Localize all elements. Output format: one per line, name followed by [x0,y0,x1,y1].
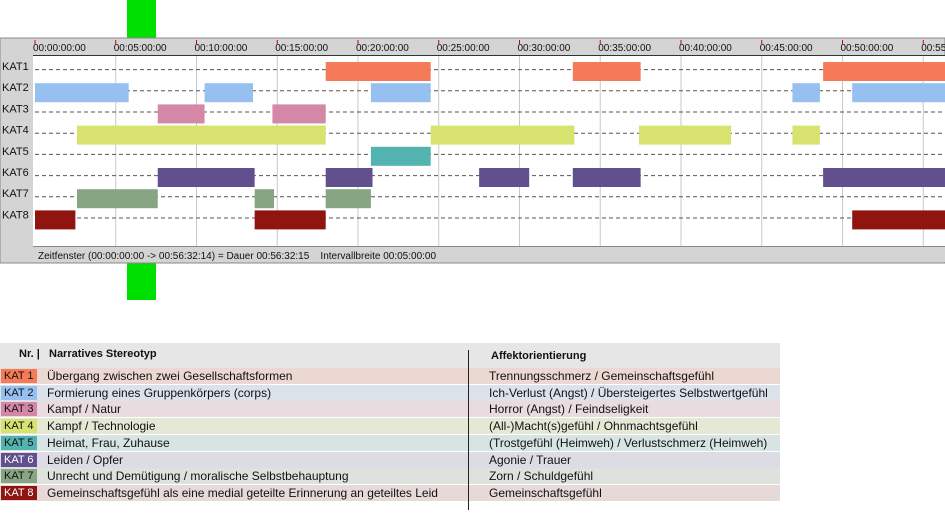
legend-row: KAT 5 Heimat, Frau, Zuhause (Trostgefühl (… [0,434,780,451]
status-bar [33,246,945,262]
legend-affekt: Zorn / Schuldgefühl [489,469,594,484]
legend-header: Nr. | Narratives Stereotyp Affektorienti… [0,343,780,368]
segment-bar[interactable] [639,125,732,145]
legend-swatch-label: KAT 4 [1,419,37,434]
segment-bar[interactable] [370,146,431,166]
legend-swatch-label: KAT 5 [1,435,37,450]
row-label: KAT4 [2,125,29,137]
tick-label: 00:20:00:00 [356,43,409,54]
legend-swatch-label: KAT 6 [1,452,37,467]
legend-row: KAT 4 Kampf / Technologie (All-)Macht(s)ge… [0,418,780,435]
playhead-marker-bottom[interactable] [127,263,156,300]
legend-affekt: (All-)Macht(s)gefühl / Ohnmachtsgefühl [489,419,698,434]
tick-label: 00:50:00:00 [841,43,894,54]
legend-stereotyp: Übergang zwischen zwei Gesellschaftsform… [47,369,293,383]
row-label: KAT6 [2,167,29,179]
segment-bar[interactable] [430,125,575,145]
legend-row: KAT 1 Übergang zwischen zwei Gesellschaft… [0,368,780,384]
segment-bar[interactable] [823,168,945,187]
legend-affekt: Ich-Verlust (Angst) / Übersteigertes Sel… [489,385,768,400]
segment-bar[interactable] [792,83,820,103]
legend-swatch-label: KAT 8 [1,485,37,500]
segment-bar[interactable] [272,104,326,124]
row-label: KAT3 [2,103,29,115]
playhead-marker-top[interactable] [127,0,156,38]
segment-bar[interactable] [572,168,641,187]
row-label: KAT5 [2,146,29,158]
segment-bar[interactable] [76,125,326,145]
legend-row: KAT 2 Formierung eines Gruppenkörpers (co… [0,384,780,401]
row-label: KAT7 [2,188,29,200]
legend-row: KAT 3 Kampf / Natur Horror (Angst) / Feind… [0,401,780,418]
legend-affekt: Gemeinschaftsgefühl [489,485,602,500]
row-label: KAT8 [2,209,29,221]
tick-label: 00:00:00:00 [33,43,86,54]
legend-header-stereotyp: Narratives Stereotyp [49,348,157,360]
segment-bar[interactable] [325,62,431,81]
segment-bar[interactable] [370,83,431,103]
tick-label: 00:25:00:00 [437,43,490,54]
timeline-chart: 00:00:00:00 00:05:00:00 00:10:00:00 00:15:0… [0,0,945,300]
segment-bar[interactable] [325,168,373,187]
tick-label: 00:15:00:00 [275,43,328,54]
segment-bar[interactable] [254,210,326,230]
segment-bar[interactable] [572,62,641,81]
row-label: KAT2 [2,82,29,94]
legend-row: KAT 6 Leiden / Opfer Agonie / Trauer [0,451,780,468]
segment-bar[interactable] [852,83,945,103]
segment-bar[interactable] [852,210,945,230]
segment-bar[interactable] [35,83,129,103]
legend-stereotyp: Leiden / Opfer [47,452,124,467]
legend-affekt: Agonie / Trauer [489,452,572,467]
tick-label: 00:55 [921,43,945,54]
legend-stereotyp: Gemeinschaftsgefühl als eine medial gete… [47,485,438,500]
legend-row: KAT 8 Gemeinschaftsgefühl als eine medial… [0,484,780,501]
legend-header-affekt: Affektorientierung [491,350,587,362]
segment-bar[interactable] [792,125,820,145]
segment-bar[interactable] [254,189,275,209]
tick-label: 00:05:00:00 [114,43,167,54]
legend-swatch-label: KAT 7 [1,469,37,484]
segment-bar[interactable] [157,104,205,124]
tick-label: 00:40:00:00 [679,43,732,54]
legend-stereotyp: Kampf / Natur [47,402,122,417]
legend-stereotyp: Heimat, Frau, Zuhause [47,435,170,450]
legend-affekt: Trennungsschmerz / Gemeinschaftsgefühl [489,369,714,383]
segment-bar[interactable] [823,62,945,81]
segment-bar[interactable] [204,83,254,103]
row-label: KAT1 [2,61,29,73]
legend-separator [468,350,469,510]
segment-bar[interactable] [76,189,158,209]
segment-bar[interactable] [157,168,255,187]
legend-row: KAT 7 Unrecht und Demütigung / moralische… [0,468,780,485]
legend-affekt: Horror (Angst) / Feindseligkeit [489,402,649,417]
tick-label: 00:10:00:00 [195,43,248,54]
legend-header-nr: Nr. | [19,348,40,360]
legend-stereotyp: Kampf / Technologie [47,419,156,434]
legend-table: Nr. | Narratives Stereotyp Affektorienti… [0,343,780,510]
tick-label: 00:30:00:00 [518,43,571,54]
segment-bar[interactable] [479,168,530,187]
tick-label: 00:35:00:00 [598,43,651,54]
legend-stereotyp: Unrecht und Demütigung / moralische Selb… [47,469,349,484]
segment-bar[interactable] [35,210,76,230]
legend-stereotyp: Formierung eines Gruppenkörpers (corps) [47,385,272,400]
segment-bar[interactable] [325,189,371,209]
legend-swatch-label: KAT 3 [1,402,37,417]
status-text: Zeitfenster (00:00:00:00 -> 00:56:32:14)… [38,251,436,262]
legend-swatch-label: KAT 2 [1,385,37,400]
legend-affekt: (Trostgefühl (Heimweh) / Verlustschmerz … [489,435,768,450]
tick-label: 00:45:00:00 [760,43,813,54]
legend-swatch-label: KAT 1 [1,369,37,383]
